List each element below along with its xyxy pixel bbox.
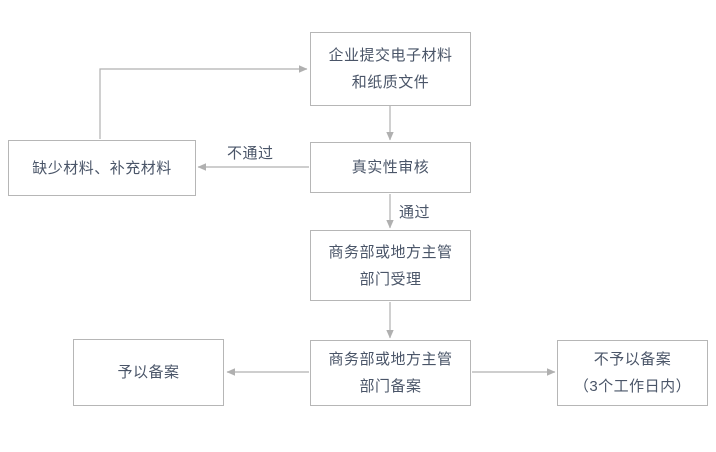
node-line: 真实性审核 <box>351 159 430 176</box>
node-filing-granted[interactable]: 予以备案 <box>73 339 224 406</box>
node-line: 缺少材料、补充材料 <box>32 159 172 177</box>
node-line: 予以备案 <box>117 364 180 381</box>
node-line: 部门受理 <box>359 270 422 288</box>
node-line: （3个工作日内） <box>573 378 692 395</box>
node-line: 企业提交电子材料 <box>328 47 453 64</box>
node-line: 和纸质文件 <box>351 74 430 91</box>
node-line: 不予以备案 <box>593 351 672 368</box>
node-authenticity-review[interactable]: 真实性审核 <box>310 142 471 193</box>
edge-label-passed: 通过 <box>396 201 434 222</box>
node-line: 商务部或地方主管 <box>328 351 453 368</box>
node-filing-denied[interactable]: 不予以备案 （3个工作日内） <box>557 340 708 406</box>
node-mofcom-or-local-authority-filing[interactable]: 商务部或地方主管 部门备案 <box>310 340 471 406</box>
node-line: 部门备案 <box>359 378 422 395</box>
node-enterprise-submit-materials[interactable]: 企业提交电子材料 和纸质文件 <box>310 32 471 106</box>
node-mofcom-or-local-authority-accept[interactable]: 商务部或地方主管 部门受理 <box>310 230 471 301</box>
edge-label-not-passed: 不通过 <box>224 142 277 163</box>
edge-missing-to-submit <box>99 65 308 139</box>
node-missing-materials-supplement[interactable]: 缺少材料、补充材料 <box>8 140 196 196</box>
node-line: 商务部或地方主管 <box>328 243 453 261</box>
